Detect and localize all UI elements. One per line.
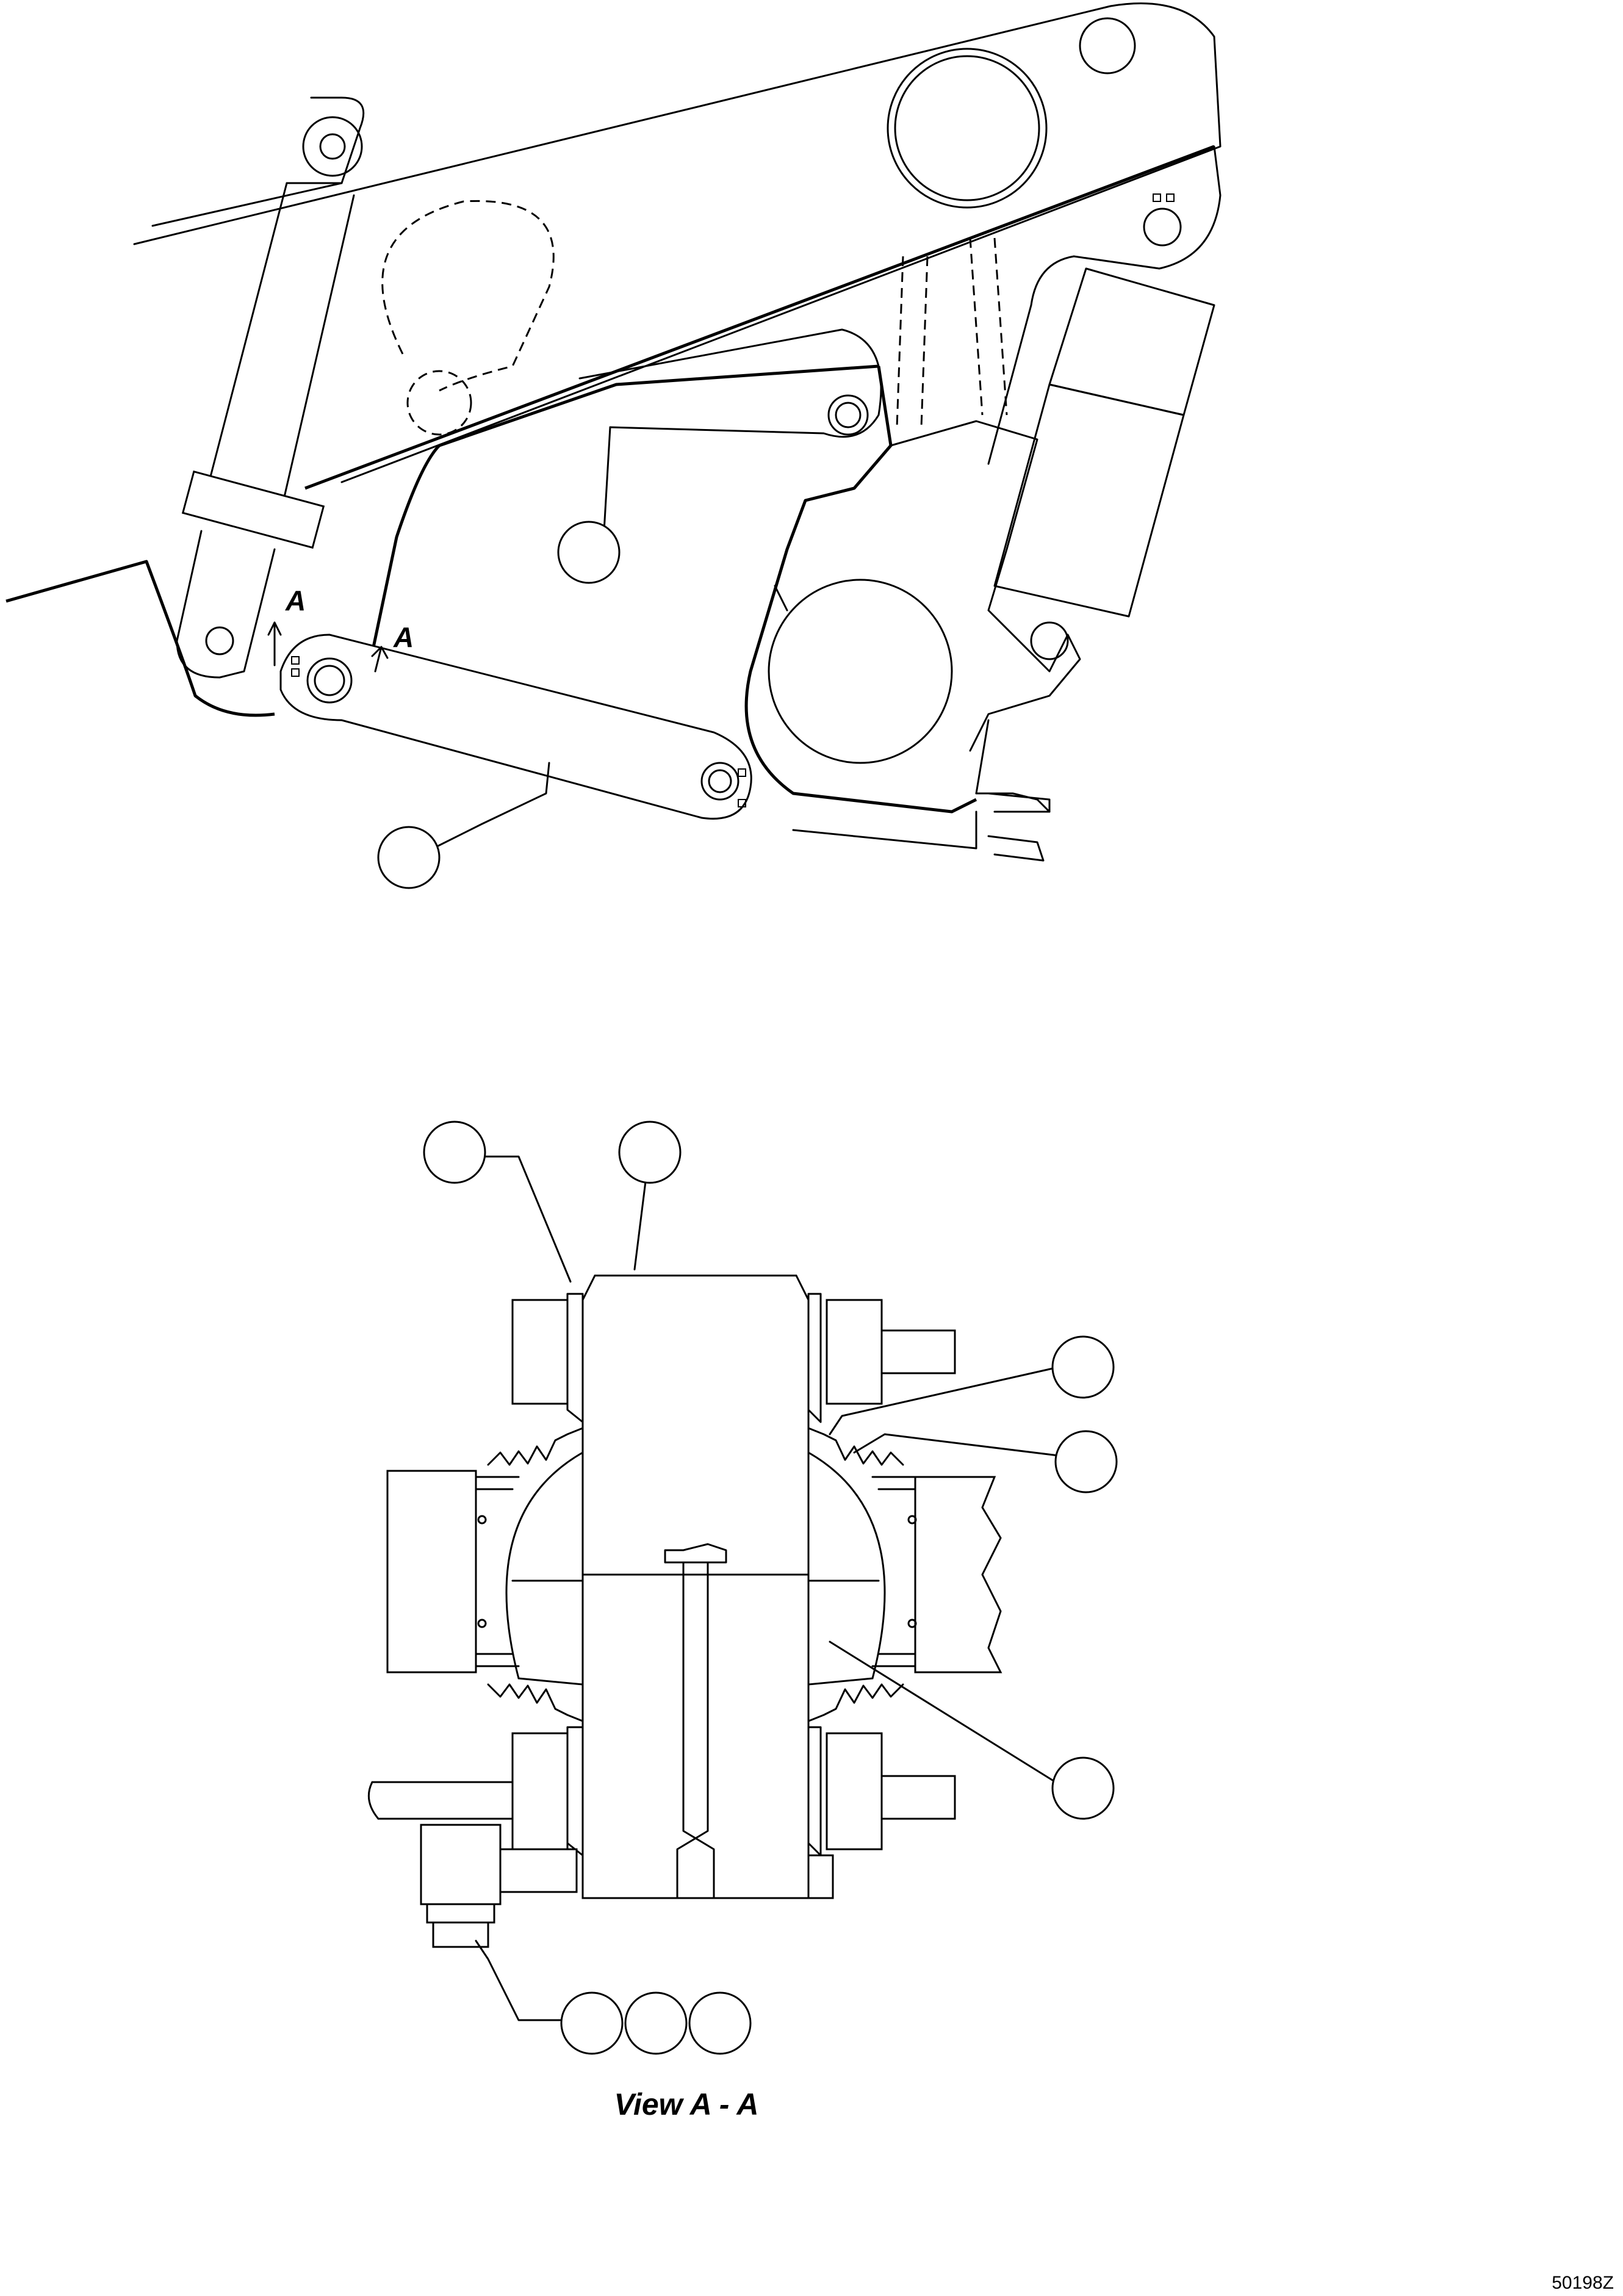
callout-balloon-icon [377, 826, 441, 889]
pin-section [581, 1274, 810, 1899]
section-letter-left: A [285, 585, 306, 616]
section-arrow-icon [371, 646, 389, 673]
callout-balloon-icon [1051, 1756, 1115, 1820]
callout-balloon-icon [560, 1991, 624, 2055]
figure-id: 50198Z [1552, 2273, 1614, 2293]
linkage-assembly-illustration: A A [5, 2, 1222, 889]
callout-balloon-icon [618, 1121, 682, 1184]
section-view-a-a: View A - A [367, 1121, 1118, 2121]
callout-balloon-icon [624, 1991, 688, 2055]
section-letter-right: A [393, 621, 414, 653]
valve-block [993, 267, 1215, 660]
section-a-a-marker: A A [267, 585, 414, 673]
hydraulic-cylinder [176, 96, 365, 679]
upper-link [578, 328, 882, 532]
callout-balloon-icon [557, 521, 621, 584]
lower-link [279, 634, 752, 820]
view-label: View A - A [614, 2087, 758, 2121]
callout-balloon-icon [688, 1991, 752, 2055]
callout-balloon-icon [1051, 1335, 1115, 1399]
section-arrow-icon [267, 621, 282, 666]
callout-balloon-icon [423, 1121, 486, 1184]
callout-balloon-icon [1054, 1430, 1118, 1493]
